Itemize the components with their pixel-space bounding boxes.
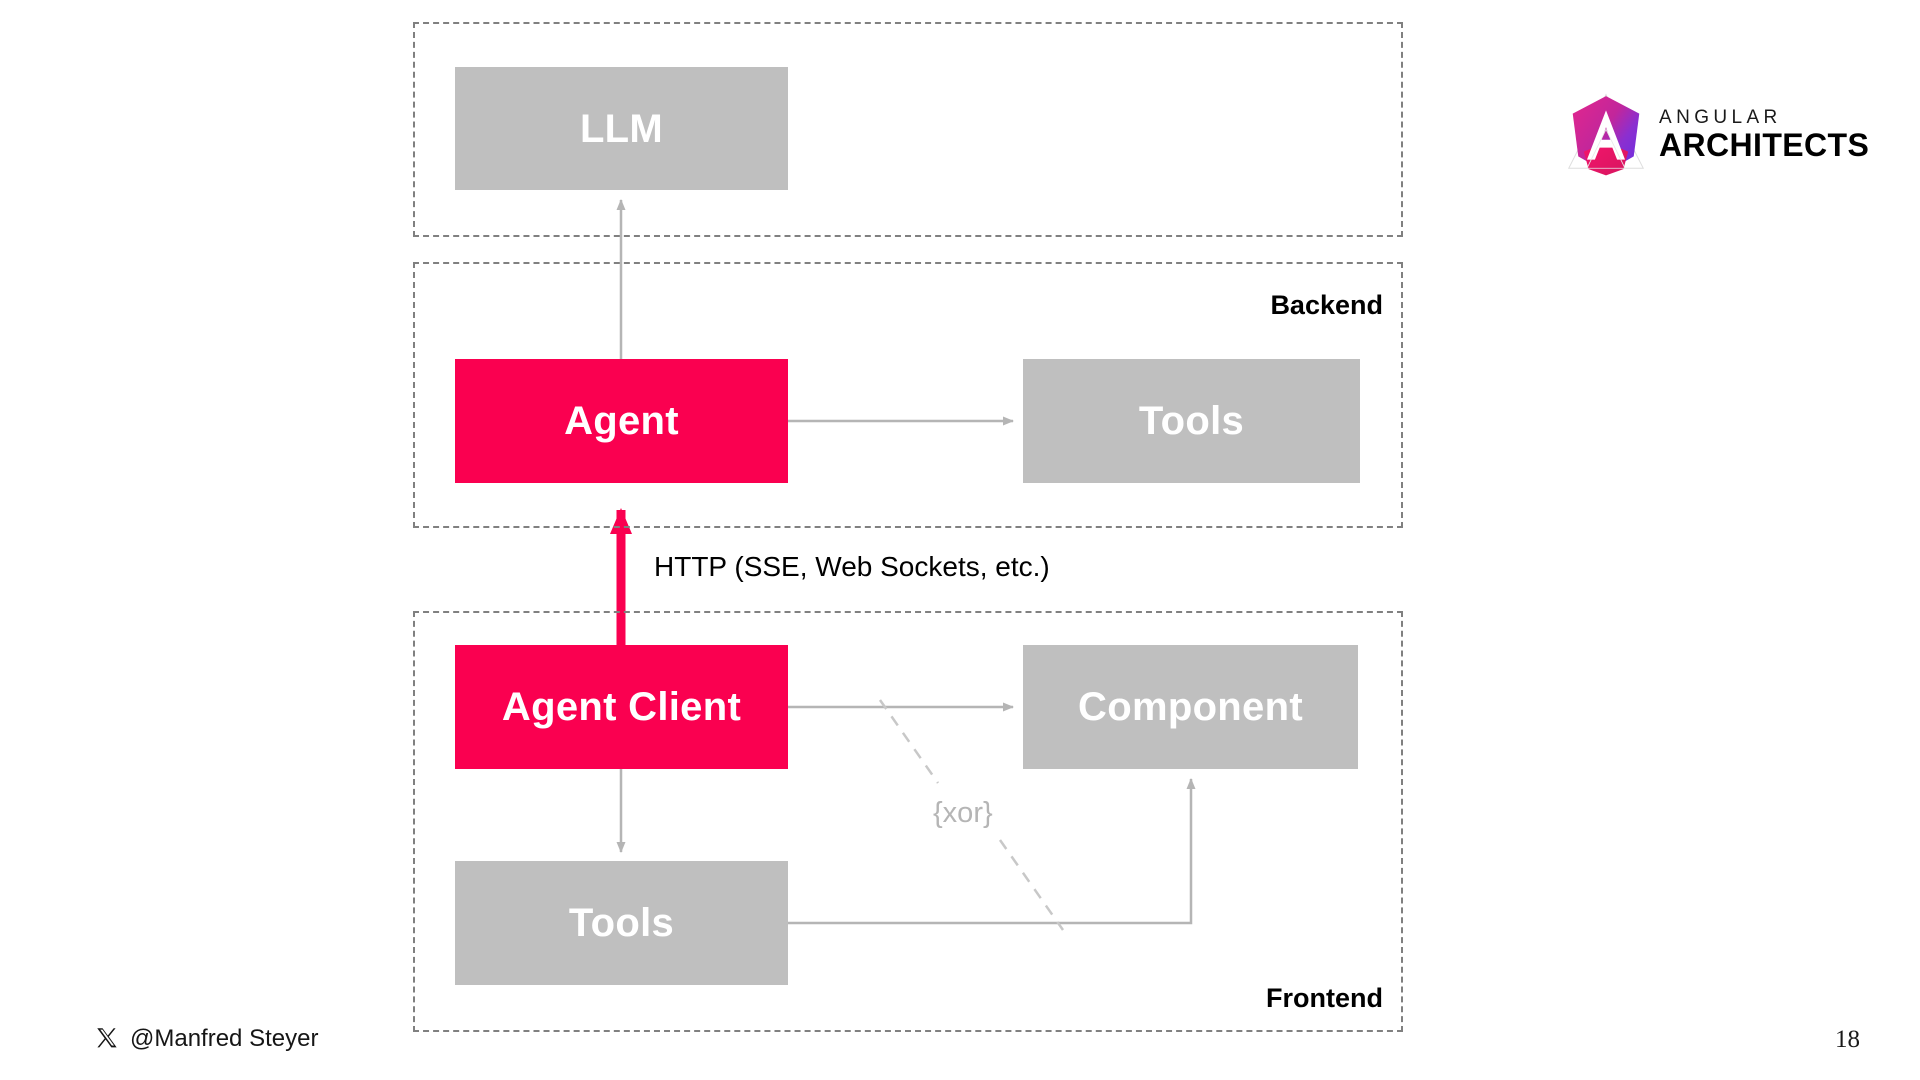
group-label-frontend: Frontend [1266, 983, 1383, 1013]
x-twitter-icon [97, 1027, 117, 1047]
logo-line-architects: ARCHITECTS [1659, 127, 1870, 164]
node-llm-label: LLM [579, 106, 664, 151]
node-component-label: Component [1078, 685, 1303, 729]
node-tools-frontend-label: Tools [568, 901, 675, 945]
group-label-backend: Backend [1270, 290, 1383, 320]
angular-architects-logo: ANGULAR ARCHITECTS [1566, 92, 1869, 178]
node-tools-frontend[interactable]: Tools [455, 861, 788, 985]
logo-wordmark: ANGULAR ARCHITECTS [1659, 107, 1869, 162]
node-agent-client-label: Agent Client [501, 685, 742, 729]
xor-constraint-label: {xor} [933, 797, 993, 829]
group-backend: Backend [413, 262, 1403, 528]
node-agent[interactable]: Agent [455, 359, 788, 483]
footer-social-handle: @Manfred Steyer [96, 1025, 318, 1053]
node-agent-client[interactable]: Agent Client [455, 645, 788, 769]
group-llm [413, 22, 1403, 237]
node-tools-backend[interactable]: Tools [1023, 359, 1360, 483]
group-frontend: Frontend [413, 611, 1403, 1032]
logo-line-angular: ANGULAR [1659, 107, 1782, 129]
node-component[interactable]: Component [1023, 645, 1358, 769]
footer-page-number: 18 [1835, 1026, 1860, 1053]
node-tools-backend-label: Tools [1138, 399, 1245, 443]
node-agent-label: Agent [564, 399, 679, 443]
angular-shield-icon [1567, 93, 1645, 176]
footer-handle-text: @Manfred Steyer [130, 1025, 319, 1052]
node-llm[interactable]: LLM [455, 67, 788, 190]
edge-label-http: HTTP (SSE, Web Sockets, etc.) [654, 551, 1050, 582]
